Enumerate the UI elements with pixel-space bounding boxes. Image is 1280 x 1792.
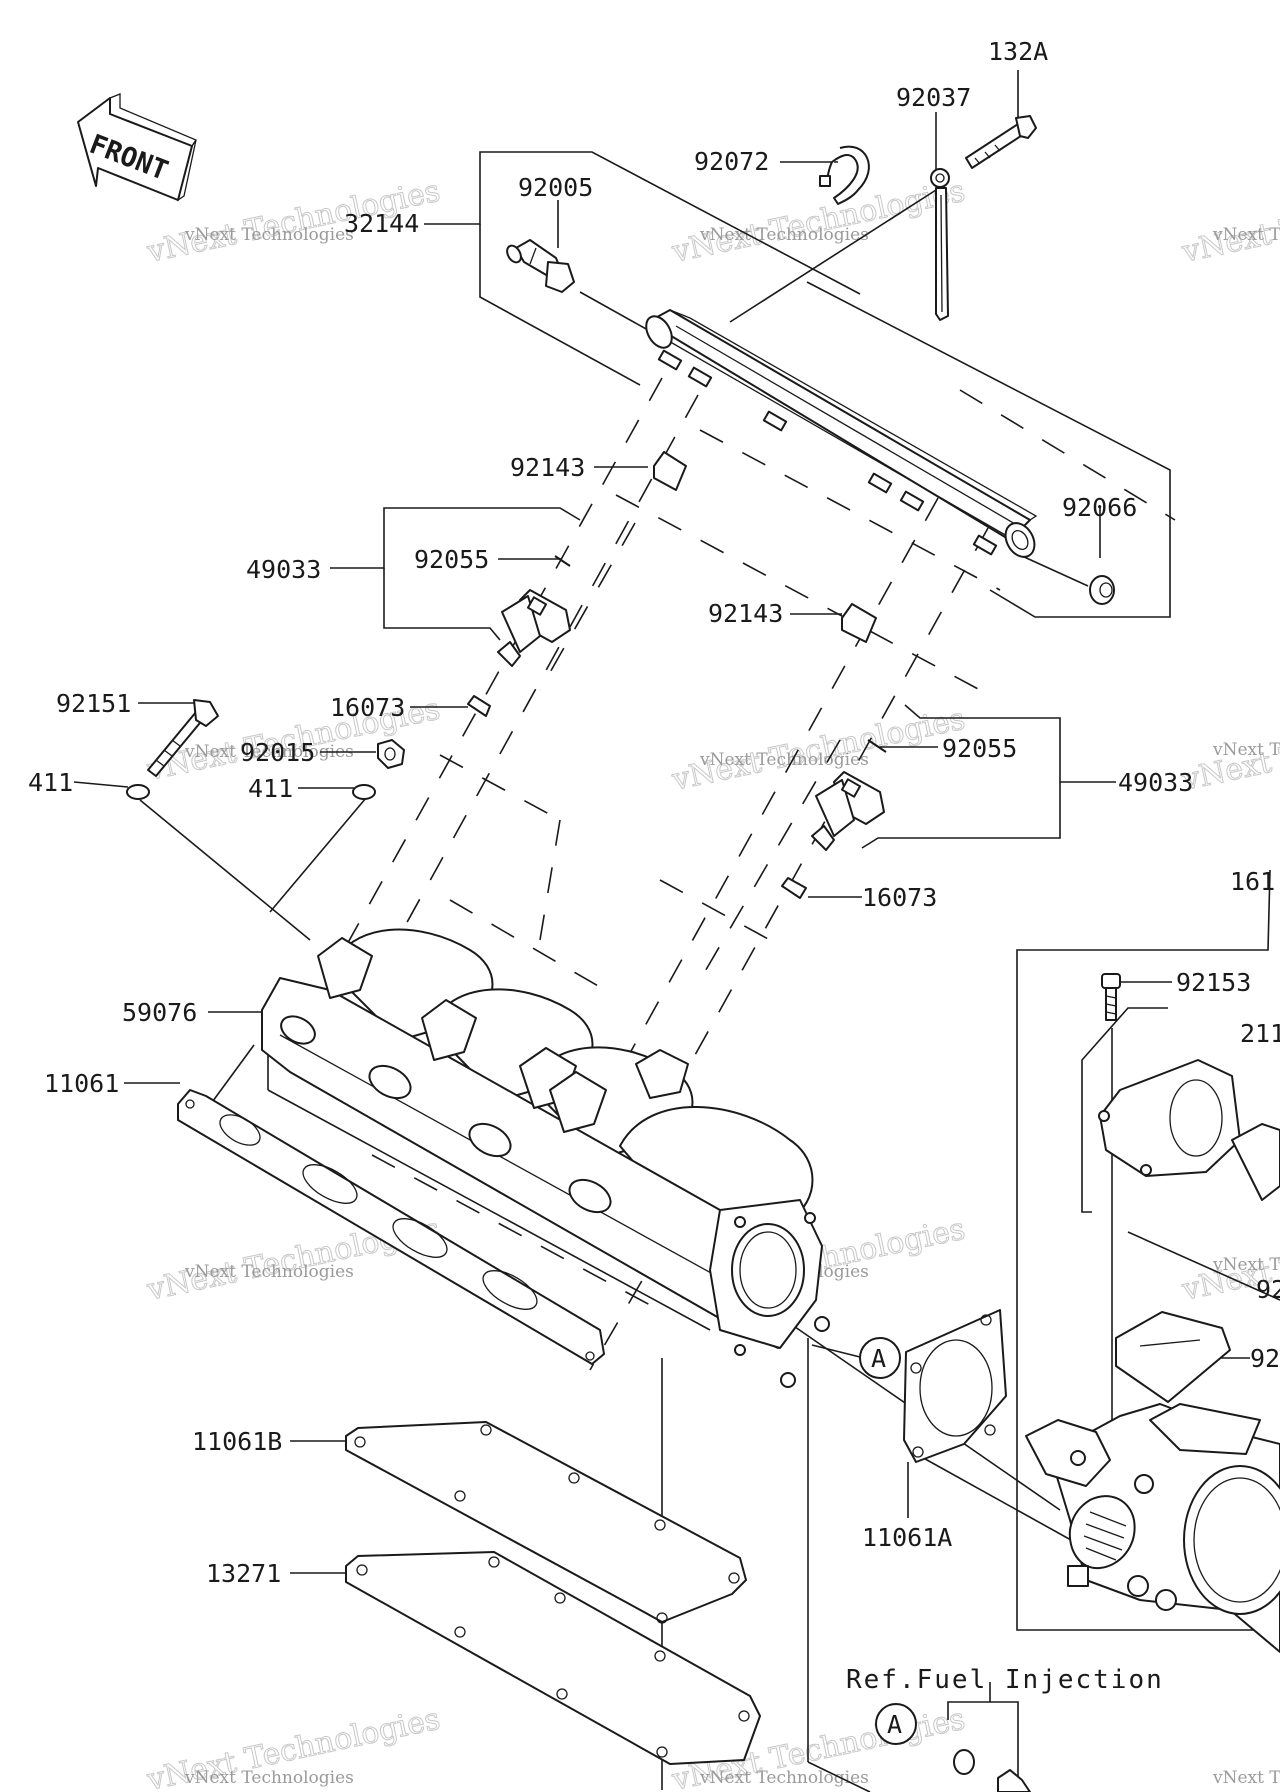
cover-13271 (345, 1551, 761, 1765)
watermark-small: vNext Technologies (184, 1768, 354, 1788)
label-161: 161 (1230, 867, 1275, 896)
marker-a1-label: A (871, 1344, 886, 1373)
label-92066: 92066 (1062, 493, 1137, 522)
watermark-small: vNext Technologies (1212, 1768, 1280, 1788)
label-16073-a: 16073 (330, 693, 405, 722)
watermark-small: vNext Technologies (1212, 1255, 1280, 1275)
assembly-dash-lines (344, 377, 1176, 1371)
gasket-11061 (177, 1089, 605, 1365)
watermark-small: vNext Technologies (699, 1768, 869, 1788)
label-49033-a: 49033 (246, 555, 321, 584)
screw-92153-icon (1101, 973, 1121, 1021)
label-411-a: 411 (28, 768, 73, 797)
ref-fuel-injection-label: Ref.Fuel Injection (846, 1665, 1164, 1695)
reference-marker-a1: A (859, 1337, 901, 1379)
label-92-x: 92 (1256, 1275, 1280, 1304)
label-92055-b: 92055 (942, 734, 1017, 763)
fuel-fitting-icon (953, 1749, 1031, 1792)
oring-92055-a (554, 555, 571, 567)
label-11061b: 11061B (192, 1427, 282, 1456)
bolt-92151-icon (147, 699, 219, 777)
seal-gasket-icon (1115, 1311, 1231, 1403)
injector-left-icon (497, 589, 571, 667)
watermark-small: vNext Technologies (1212, 225, 1280, 245)
gasket-11061a (903, 1309, 1007, 1463)
throttle-body (1025, 1059, 1280, 1653)
label-92055-a: 92055 (414, 545, 489, 574)
fitting-92005-icon (506, 239, 575, 293)
label-92153: 92153 (1176, 968, 1251, 997)
injector-right-icon (811, 771, 885, 851)
cable-tie-icon (930, 168, 950, 321)
marker-a2-label: A (887, 1710, 902, 1739)
label-211: 211 (1240, 1019, 1280, 1048)
label-13271: 13271 (206, 1559, 281, 1588)
label-32144: 32144 (344, 209, 419, 238)
label-92-y: 92 (1250, 1344, 1280, 1373)
oring-92055-b (867, 739, 887, 753)
fuel-rail (645, 309, 1038, 558)
label-411-b: 411 (248, 774, 293, 803)
label-49033-b: 49033 (1118, 768, 1193, 797)
watermark-small: vNext Technologies (184, 1262, 354, 1282)
watermark-small: vNext Technologies (699, 225, 869, 245)
watermark-small: vNext Technologies (184, 742, 354, 762)
sleeve-92143-a (653, 451, 687, 491)
label-92143-a: 92143 (510, 453, 585, 482)
washer-411-b (352, 784, 376, 800)
callout-lines (73, 70, 1280, 1792)
label-11061a: 11061A (862, 1523, 952, 1552)
seal-16073-a (467, 695, 491, 717)
label-92143-b: 92143 (708, 599, 783, 628)
front-arrow-icon: FRONT (77, 93, 197, 202)
sleeve-92143-b (841, 603, 877, 643)
seal-16073-b (781, 877, 807, 899)
intake-manifold (261, 928, 830, 1388)
label-16073-b: 16073 (862, 883, 937, 912)
label-11061: 11061 (44, 1069, 119, 1098)
gasket-11061b (345, 1421, 747, 1624)
nut-92015-icon (377, 739, 405, 769)
bolt-132a-icon (965, 115, 1037, 169)
label-92015: 92015 (240, 738, 315, 767)
clamp-icon (819, 145, 870, 205)
label-92151: 92151 (56, 689, 131, 718)
cap-92066-icon (1089, 575, 1115, 605)
small-parts (126, 115, 1115, 899)
watermark-big: vNext Technologies (668, 174, 968, 270)
label-92037: 92037 (896, 83, 971, 112)
reference-marker-a2: A (875, 1703, 917, 1745)
label-132a: 132A (988, 37, 1048, 66)
part-labels: 132A 92037 92072 92005 32144 92143 92066… (28, 37, 1280, 1695)
watermark-small: vNext Technologies (184, 225, 354, 245)
watermark-small: vNext Technologies (1212, 740, 1280, 760)
watermark-big: vNext Technologies (1178, 174, 1280, 270)
label-59076: 59076 (122, 998, 197, 1027)
label-92072: 92072 (694, 147, 769, 176)
watermark-small: vNext Technologies (699, 750, 869, 770)
washer-411-a (126, 784, 150, 800)
label-92005: 92005 (518, 173, 593, 202)
